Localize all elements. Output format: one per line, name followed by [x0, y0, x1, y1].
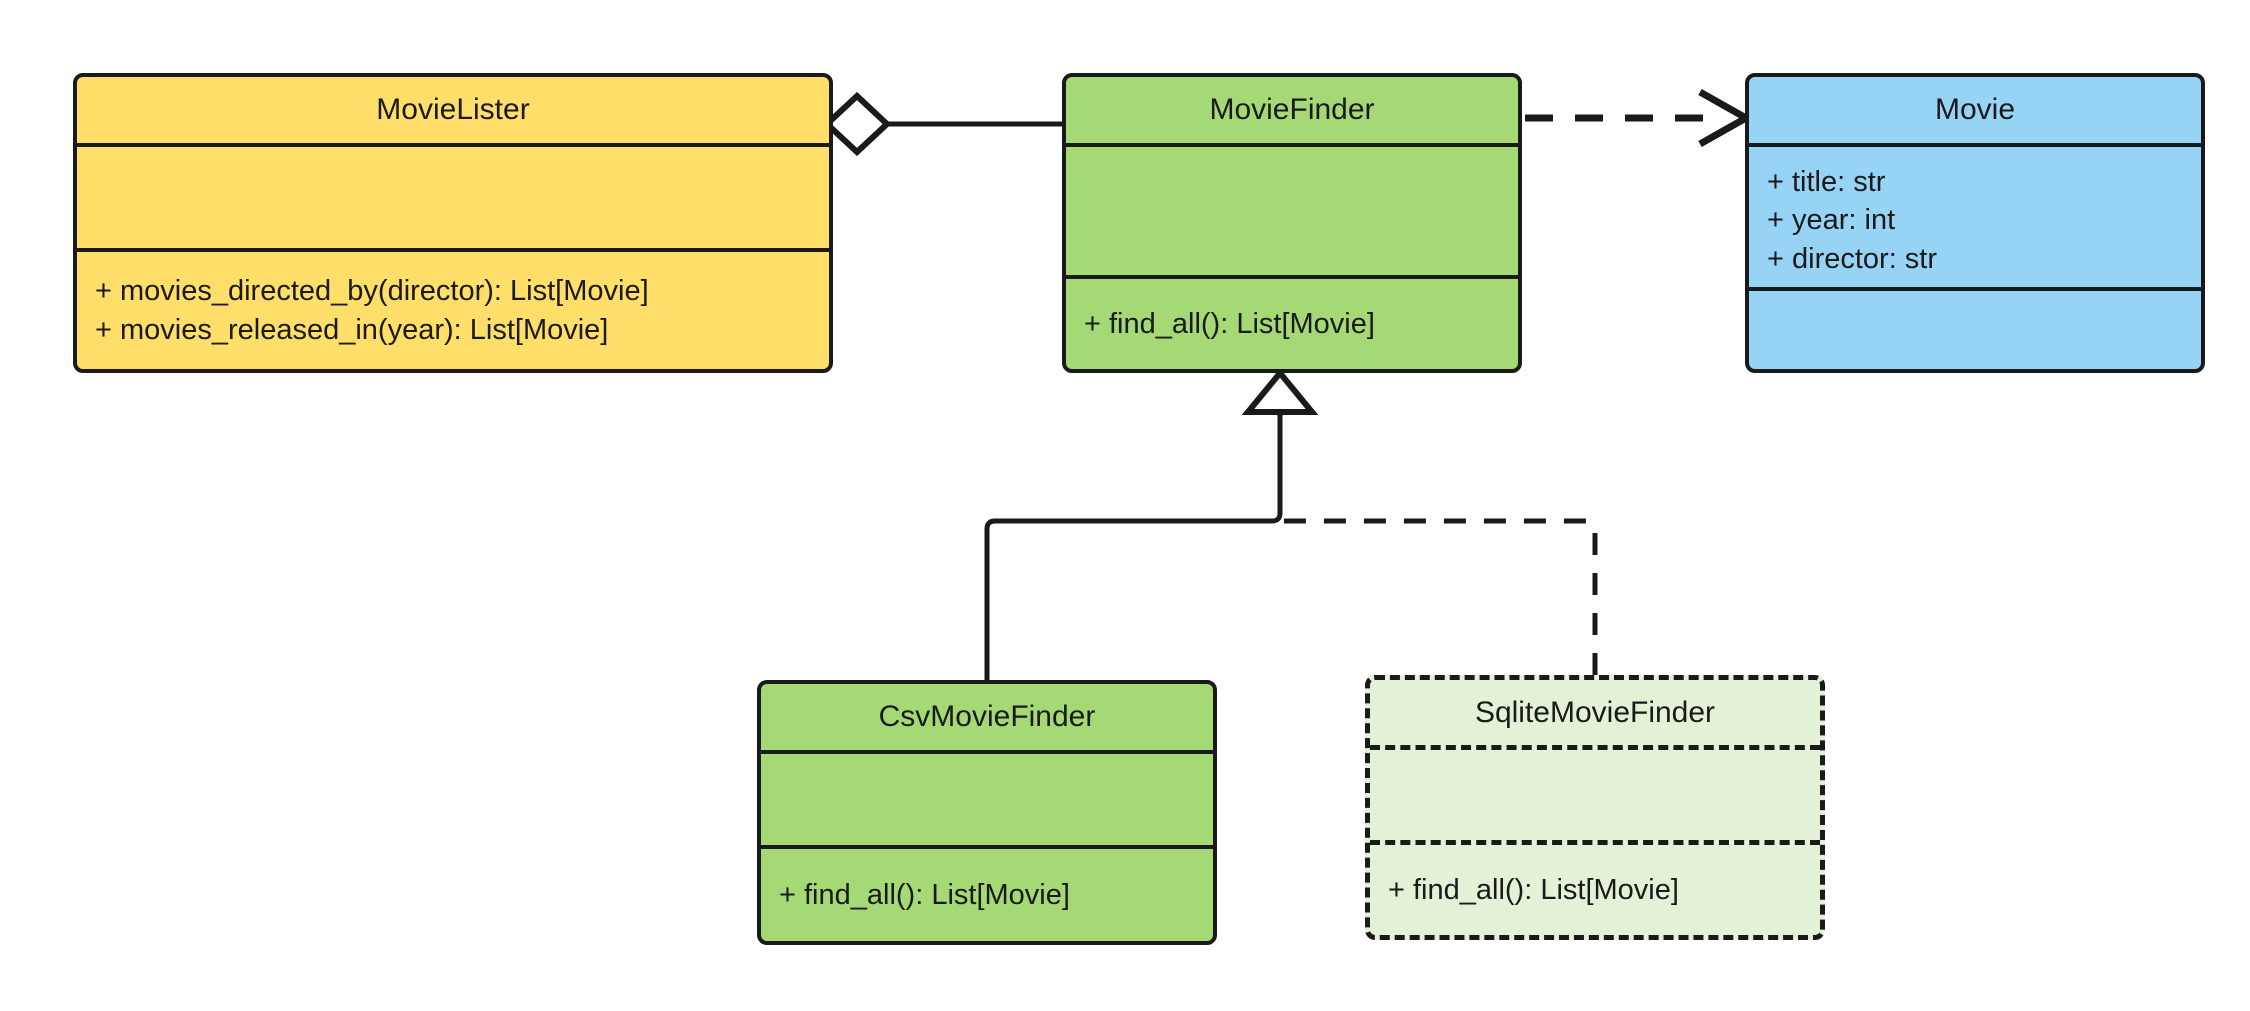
class-name-movielister: MovieLister: [77, 77, 829, 147]
class-operations-sqlitemoviefinder: + find_all(): List[Movie]: [1370, 845, 1820, 935]
class-name-csvmoviefinder: CsvMovieFinder: [761, 684, 1213, 754]
class-attributes-moviefinder: [1066, 147, 1518, 279]
class-node-csvmoviefinder[interactable]: CsvMovieFinder + find_all(): List[Movie]: [757, 680, 1217, 945]
inheritance-line-dashed: [1283, 518, 1598, 675]
class-node-sqlitemoviefinder[interactable]: SqliteMovieFinder + find_all(): List[Mov…: [1365, 675, 1825, 940]
inheritance-line-solid: [984, 412, 1283, 680]
class-node-movielister[interactable]: MovieLister + movies_directed_by(directo…: [73, 73, 833, 373]
class-attributes-sqlitemoviefinder: [1370, 750, 1820, 845]
class-name-movie: Movie: [1749, 77, 2201, 147]
class-operations-movie: [1749, 291, 2201, 369]
operation-item: + movies_released_in(year): List[Movie]: [95, 313, 609, 346]
inheritance-sqlitemoviefinder-moviefinder-edge: [1283, 518, 1598, 675]
hollow-triangle-marker: [1241, 368, 1319, 415]
class-node-moviefinder[interactable]: MovieFinder + find_all(): List[Movie]: [1062, 73, 1522, 373]
class-operations-moviefinder: + find_all(): List[Movie]: [1066, 279, 1518, 369]
operation-item: + find_all(): List[Movie]: [1388, 873, 1679, 906]
operation-item: + find_all(): List[Movie]: [1084, 307, 1375, 340]
class-name-sqlitemoviefinder: SqliteMovieFinder: [1370, 680, 1820, 750]
class-attributes-movie: + title: str + year: int + director: str: [1749, 147, 2201, 291]
class-attributes-csvmoviefinder: [761, 754, 1213, 849]
class-operations-csvmoviefinder: + find_all(): List[Movie]: [761, 849, 1213, 941]
open-arrow-marker: [1698, 88, 1754, 148]
attribute-item: + director: str: [1767, 242, 1938, 275]
class-name-moviefinder: MovieFinder: [1066, 77, 1518, 147]
attribute-item: + title: str: [1767, 166, 1886, 198]
dependency-moviefinder-movie-edge: [1525, 88, 1754, 148]
class-operations-movielister: + movies_directed_by(director): List[Mov…: [77, 252, 829, 369]
class-attributes-movielister: [77, 147, 829, 252]
operation-item: + find_all(): List[Movie]: [779, 878, 1070, 911]
class-node-movie[interactable]: Movie + title: str + year: int + directo…: [1745, 73, 2205, 373]
hollow-diamond-marker: [822, 91, 892, 157]
attribute-item: + year: int: [1767, 204, 1896, 237]
operation-item: + movies_directed_by(director): List[Mov…: [95, 275, 649, 308]
inheritance-csvmoviefinder-moviefinder-edge: [984, 368, 1319, 680]
aggregation-movielister-moviefinder-edge: [822, 91, 1062, 157]
